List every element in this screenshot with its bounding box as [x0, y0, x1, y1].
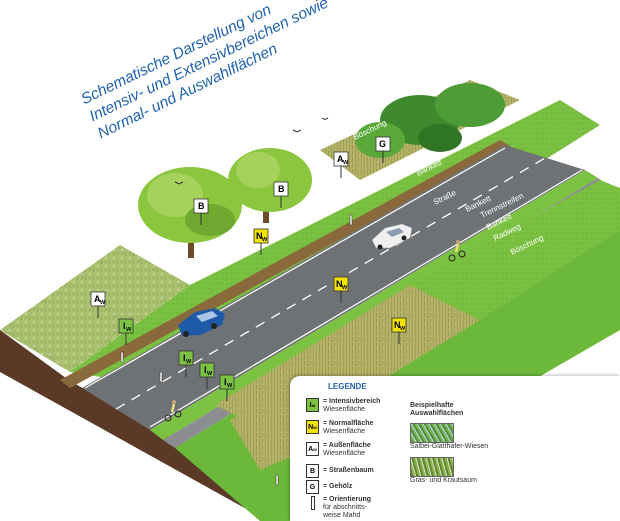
legend-icon-post: [306, 496, 319, 510]
legend-normal-sub: Wiesenfläche: [323, 428, 366, 435]
svg-text:W: W: [126, 327, 132, 333]
legend-gehoelz-label: = Gehölz: [323, 483, 353, 490]
legend-swatch-salbei-label: Salbei-Glatthafer-Wiesen: [410, 443, 489, 450]
cyclist-1: [164, 400, 182, 422]
legend-intensiv-label: = Intensivbereich: [323, 398, 381, 405]
tree-2: [228, 148, 312, 223]
legend-normal-label: = Normalfläche: [323, 420, 374, 427]
sign-b-1: B: [193, 198, 209, 225]
legend-aussen-label: = Außenfläche: [323, 442, 371, 449]
svg-text:W: W: [100, 300, 106, 306]
legend-icon-gehoelz: G: [306, 480, 319, 494]
svg-text:A: A: [337, 154, 344, 164]
svg-text:B: B: [198, 201, 205, 211]
legend-right-heading-1: Beispielhafte: [410, 402, 454, 409]
svg-text:W: W: [342, 285, 348, 291]
svg-text:W: W: [343, 160, 349, 166]
sign-g: G: [375, 136, 391, 163]
legend-icon-baum: B: [306, 464, 319, 478]
legend-swatch-gras-label: Gras- und Krautsaum: [410, 477, 477, 484]
svg-text:N: N: [256, 231, 263, 241]
svg-text:B: B: [278, 184, 285, 194]
legend-orient-sub2: weise Mahd: [323, 512, 361, 519]
svg-text:W: W: [262, 237, 268, 243]
bushes: [355, 83, 505, 158]
road: [82, 145, 585, 430]
road-edge-top: [84, 147, 506, 389]
svg-text:G: G: [379, 139, 386, 149]
legend-orient-label: = Orientierung: [323, 496, 372, 503]
legend-swatch-salbei: [410, 423, 454, 443]
car-white: [371, 223, 413, 250]
bird-3: [321, 117, 329, 121]
legend-baum-label: = Straßenbaum: [323, 467, 374, 474]
svg-text:W: W: [186, 359, 192, 365]
sign-b-2: B: [273, 181, 289, 208]
bird-2: [292, 129, 302, 133]
svg-text:A: A: [94, 294, 101, 304]
svg-text:I: I: [204, 365, 207, 375]
tree-1: [138, 167, 242, 258]
reeds-lower-2: [410, 180, 620, 320]
svg-text:I: I: [123, 321, 126, 331]
legend-row-gehoelz: G = Gehölz: [306, 480, 352, 494]
legend-intensiv-sub: Wiesenfläche: [323, 406, 366, 413]
legend-orient-sub1: für abschnitts-: [323, 504, 367, 511]
separator-strip: [150, 170, 598, 440]
legend-right-heading-2: Auswahlflächen: [410, 410, 464, 417]
svg-text:I: I: [224, 377, 227, 387]
legend-row-baum: B = Straßenbaum: [306, 464, 374, 478]
cyclist-2: [448, 240, 466, 262]
legend-swatch-gras: [410, 457, 454, 477]
meadow-left: [0, 245, 190, 372]
bird-1: [174, 181, 184, 185]
car-blue: [178, 308, 225, 337]
legend-aussen-sub: Wiesenfläche: [323, 450, 366, 457]
svg-text:W: W: [400, 326, 406, 332]
svg-text:N: N: [336, 279, 343, 289]
svg-text:W: W: [227, 383, 233, 389]
legend-right-heading: Beispielhafte Auswahlflächen: [410, 402, 463, 418]
svg-text:N: N: [394, 320, 401, 330]
legend-heading: LEGENDE: [328, 382, 367, 391]
svg-text:W: W: [207, 371, 213, 377]
svg-text:I: I: [183, 353, 186, 363]
road-center: [115, 157, 546, 410]
mulde-strip: [60, 140, 510, 388]
